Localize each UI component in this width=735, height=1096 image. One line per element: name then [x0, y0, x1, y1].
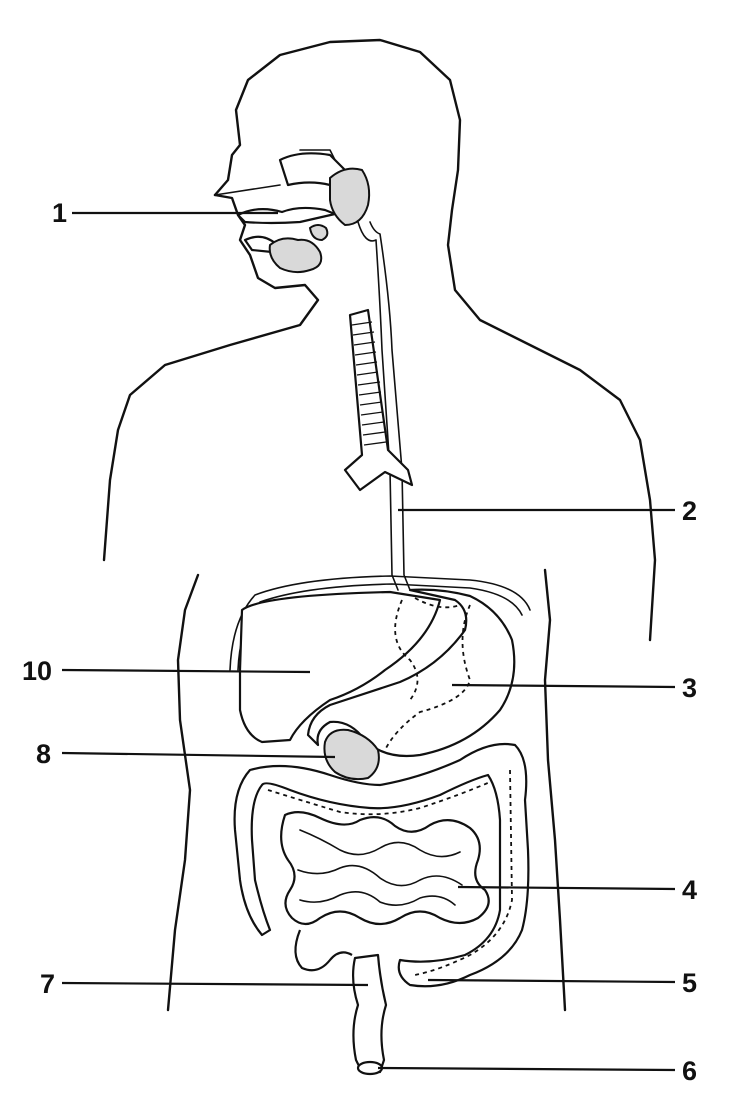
trachea — [343, 308, 414, 492]
label-6: 6 — [682, 1056, 697, 1086]
pancreas — [323, 728, 380, 781]
label-10: 10 — [22, 656, 52, 686]
esophagus — [357, 221, 411, 591]
leader-line-10 — [61, 668, 311, 674]
leader-line-6 — [377, 1066, 676, 1072]
large-intestine — [233, 742, 530, 988]
labels: 1 2 3 4 5 6 7 8 10 — [22, 198, 697, 1086]
leader-line-7 — [61, 981, 369, 987]
label-4: 4 — [682, 875, 697, 905]
leader-line-3 — [451, 683, 676, 689]
label-1: 1 — [52, 198, 67, 228]
leader-line-4 — [457, 885, 676, 891]
label-3: 3 — [682, 673, 697, 703]
salivary-glands — [268, 167, 371, 274]
stomach — [306, 588, 516, 758]
liver — [229, 575, 531, 744]
leader-line-8 — [61, 751, 336, 759]
label-5: 5 — [682, 968, 697, 998]
label-7: 7 — [40, 969, 55, 999]
leader-lines — [61, 211, 676, 1072]
label-2: 2 — [682, 496, 697, 526]
leader-line-5 — [427, 978, 676, 984]
label-8: 8 — [36, 739, 51, 769]
small-intestine — [280, 811, 490, 926]
mouth — [236, 152, 347, 254]
rectum — [294, 929, 388, 1076]
